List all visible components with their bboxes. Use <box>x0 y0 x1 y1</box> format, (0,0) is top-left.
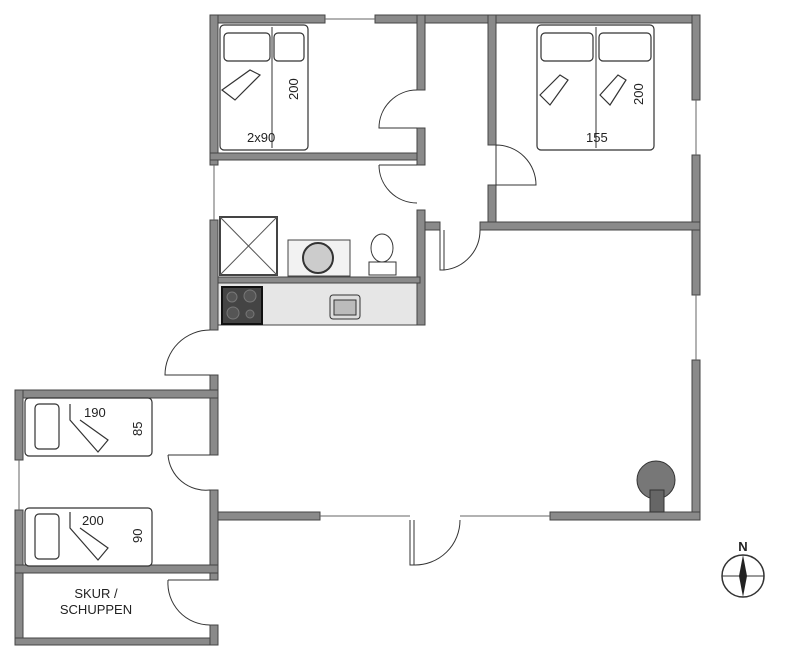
bed-190x85: 190 85 <box>24 397 153 457</box>
kitchen-counter <box>217 282 418 326</box>
stove-top-icon <box>221 286 263 325</box>
bed-width-label: 85 <box>130 422 145 436</box>
north-compass-icon: N <box>721 539 765 598</box>
shed-label: SCHUPPEN <box>60 602 132 617</box>
bed-length-label: 200 <box>631 83 646 105</box>
bed-width-label: 90 <box>130 529 145 543</box>
bed-length-label: 200 <box>286 78 301 100</box>
toilet-icon <box>370 233 394 263</box>
windows <box>18 18 697 517</box>
bed-2x90: 2x90 200 <box>219 24 309 151</box>
bed-155: 155 200 <box>536 24 655 151</box>
compass-north-label: N <box>738 539 747 554</box>
bed-200x90: 200 90 <box>24 507 153 567</box>
bed-length-label: 190 <box>84 405 106 420</box>
bed-length-label: 200 <box>82 513 104 528</box>
bed-width-label: 2x90 <box>247 130 275 145</box>
wood-stove-icon <box>636 460 676 513</box>
bed-width-label: 155 <box>586 130 608 145</box>
doors <box>164 89 537 626</box>
shed-label: SKUR / <box>74 586 118 601</box>
bathroom-fixtures <box>219 216 397 277</box>
